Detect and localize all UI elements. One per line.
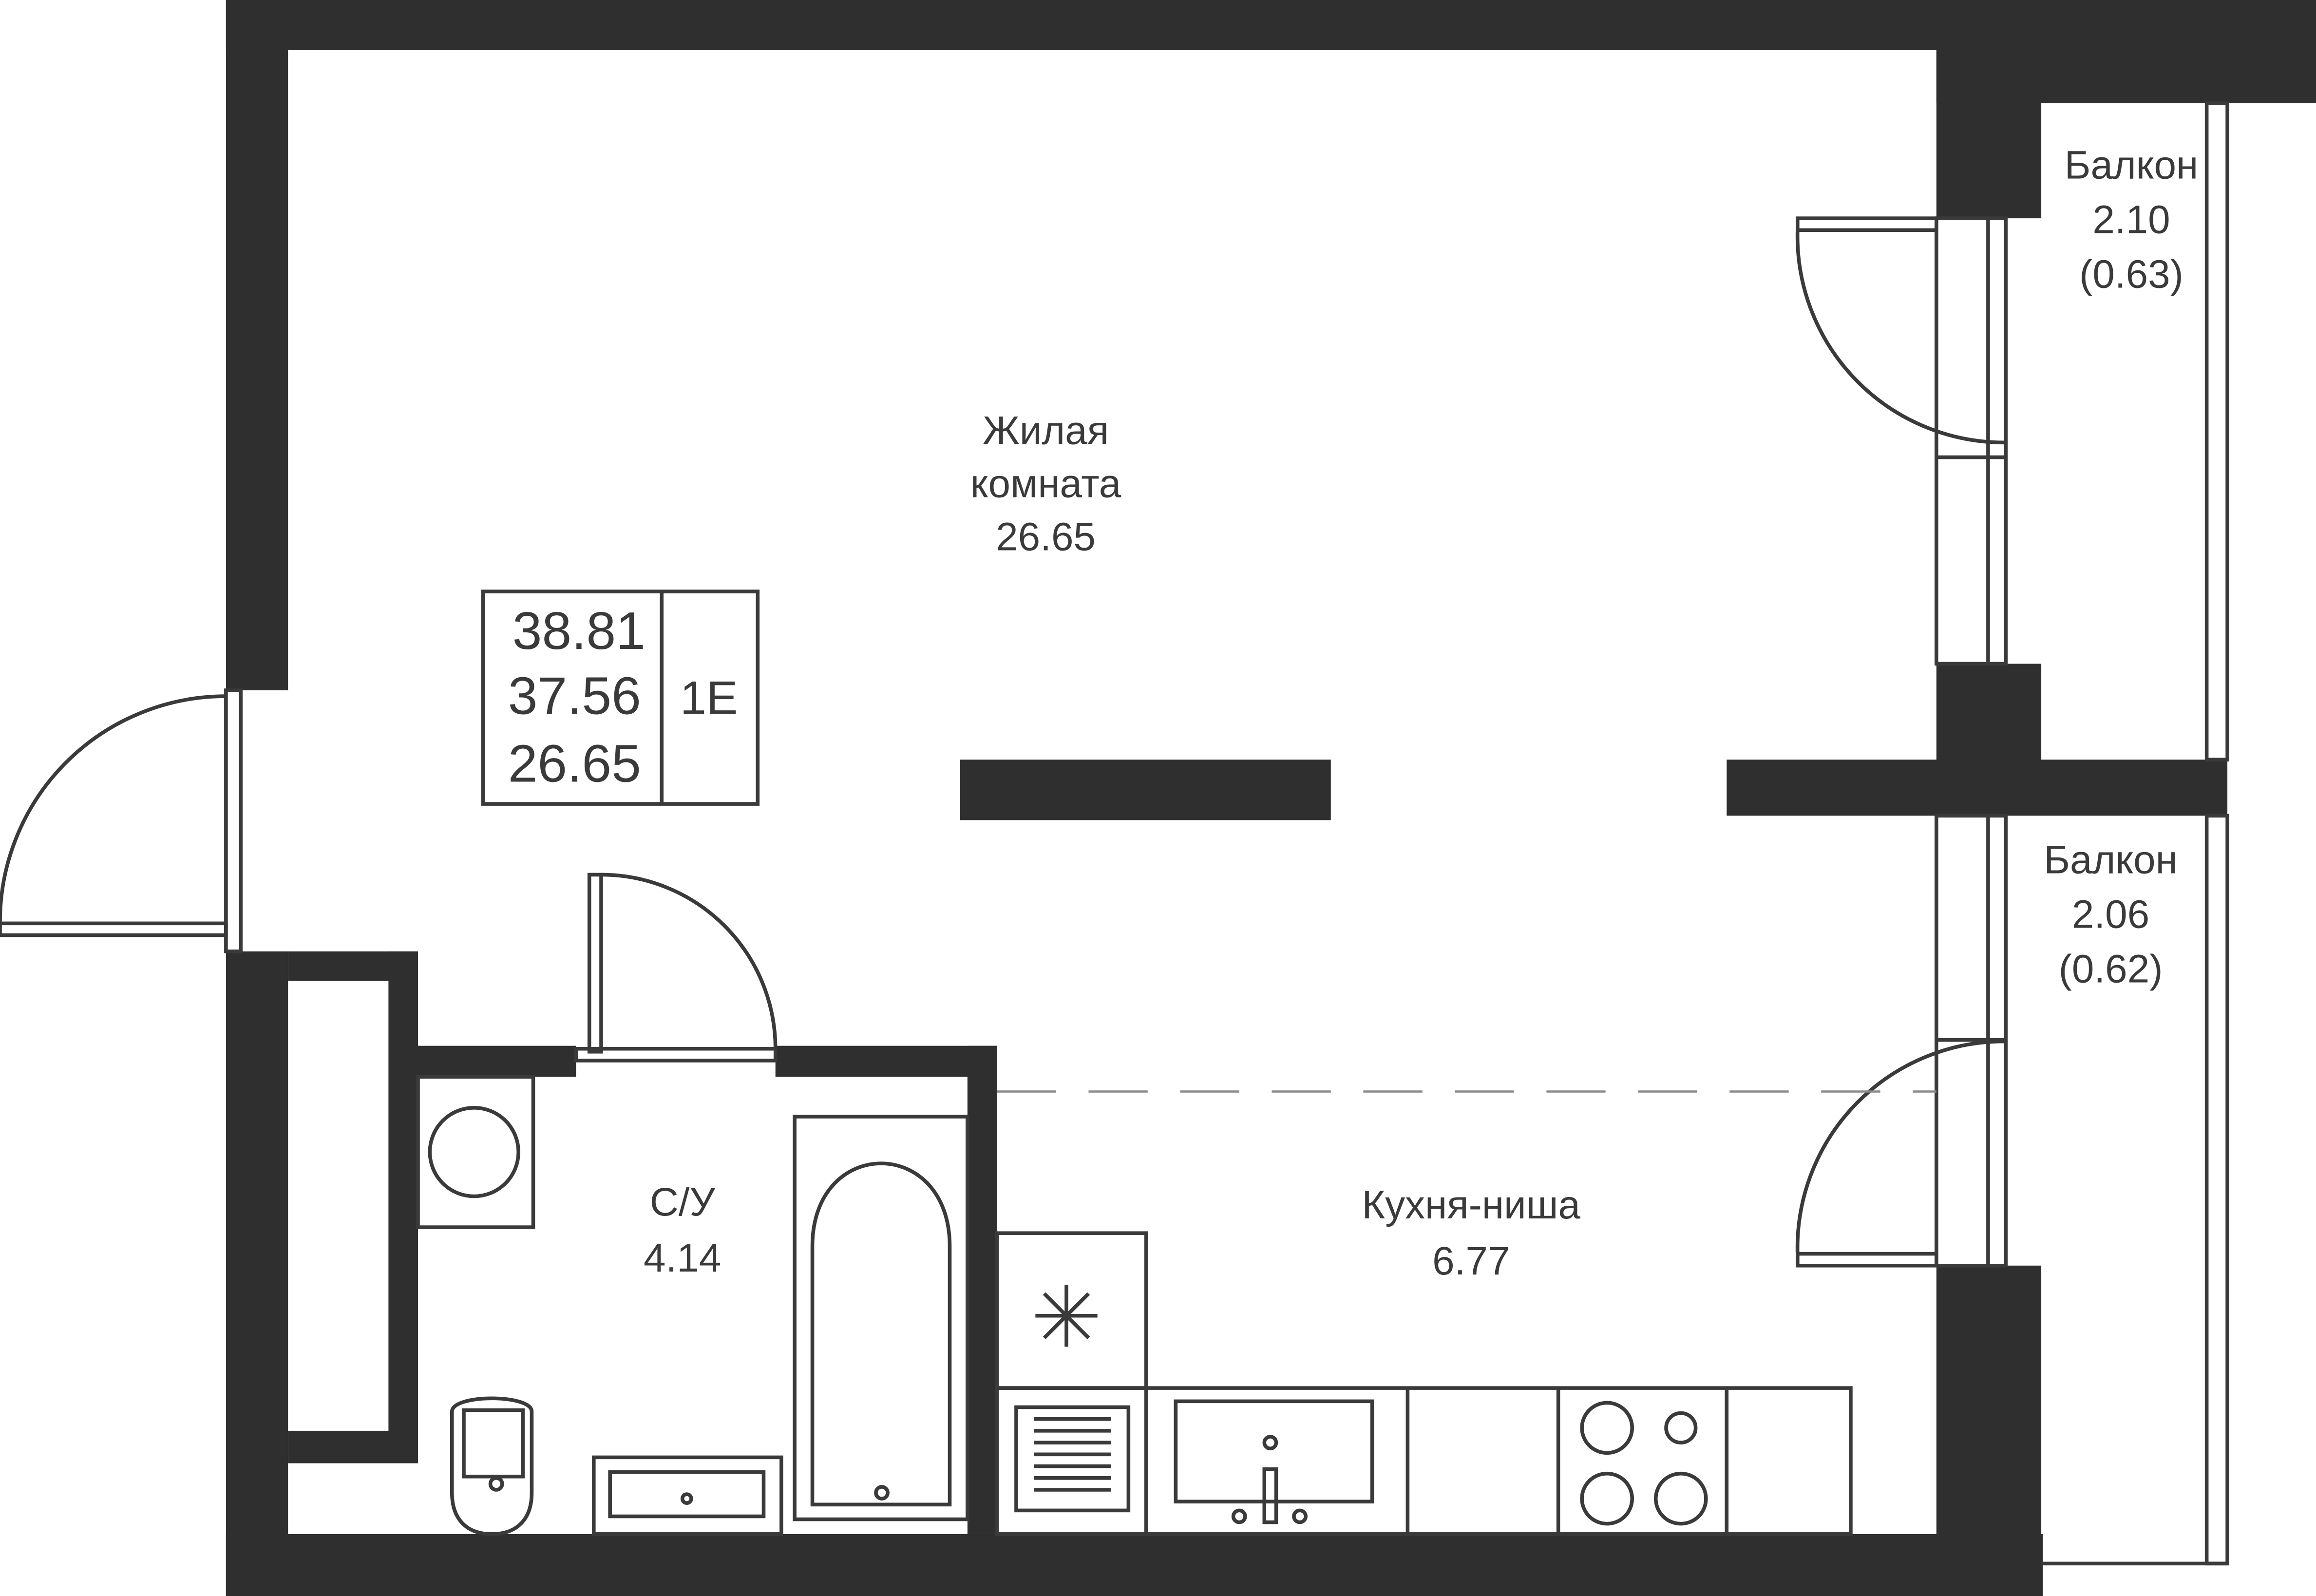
kitchen-sink-drain bbox=[1262, 1435, 1278, 1451]
toilet-tank bbox=[462, 1408, 525, 1479]
summary-area-without-balcony: 37.56 bbox=[508, 666, 641, 725]
wall-right-lower bbox=[1936, 1265, 2042, 1596]
wall-left-lower bbox=[226, 951, 288, 1596]
sink-basin bbox=[608, 1470, 766, 1519]
dishwasher-grille bbox=[1034, 1417, 1111, 1492]
entrance-door-jamb bbox=[224, 688, 243, 953]
kitchen-sink-basin bbox=[1174, 1399, 1374, 1504]
bathroom-door-leaf bbox=[587, 873, 603, 1054]
wall-top-right-strip bbox=[1936, 50, 2316, 103]
dishwasher bbox=[1014, 1405, 1131, 1513]
hob-burner-1 bbox=[1580, 1401, 1634, 1455]
balcony-rail-bottom bbox=[2204, 814, 2229, 1566]
summary-box: 38.81 37.56 26.65 1E bbox=[481, 589, 760, 806]
sink-drain bbox=[680, 1492, 693, 1505]
summary-living-area: 26.65 bbox=[508, 734, 641, 794]
wall-left-upper bbox=[226, 0, 288, 690]
summary-frame bbox=[481, 589, 760, 806]
wall-bottom bbox=[226, 1534, 2043, 1596]
balcony-door-lower-leaf bbox=[1796, 1252, 1938, 1268]
counter bbox=[995, 1386, 1853, 1536]
living-room-area: 26.65 bbox=[996, 514, 1096, 559]
hob-burner-4 bbox=[1653, 1471, 1708, 1526]
sink-cabinet bbox=[592, 1455, 783, 1536]
balcony-bottom-area: 2.06 bbox=[2072, 892, 2149, 936]
balcony-door-lower-swing bbox=[1795, 1039, 2006, 1254]
wall-bath-top-right bbox=[775, 1045, 997, 1077]
balcony-frames bbox=[2041, 101, 2229, 1566]
wall-bath-right bbox=[967, 1045, 997, 1534]
kitchen-tap-left bbox=[1231, 1508, 1247, 1524]
balcony-door-upper-leaf bbox=[1796, 216, 1938, 232]
entrance-door-swing bbox=[0, 694, 226, 924]
doors bbox=[0, 216, 2006, 1268]
living-room-name-line2: комната bbox=[970, 461, 1121, 506]
wall-balcony-divider bbox=[1727, 760, 2228, 816]
wall-closet-bottom bbox=[288, 1430, 418, 1463]
entrance-door-leaf bbox=[0, 921, 228, 937]
walls bbox=[226, 0, 2316, 1596]
room-labels: Жилая комната 26.65 С/У 4.14 Кухня-ниша … bbox=[644, 143, 2198, 1283]
balcony-top-area: 2.10 bbox=[2092, 197, 2170, 242]
wall-closet-right bbox=[388, 951, 418, 1463]
washing-machine bbox=[416, 1075, 535, 1229]
bathtub bbox=[793, 1115, 969, 1521]
toilet bbox=[450, 1396, 534, 1536]
hob-burner-3 bbox=[1580, 1471, 1634, 1526]
wall-bath-top-left bbox=[418, 1045, 576, 1077]
washing-machine-drum bbox=[428, 1106, 520, 1198]
kitchen-faucet bbox=[1262, 1467, 1278, 1524]
wall-right-top bbox=[1936, 0, 2042, 219]
kitchen-fixtures bbox=[995, 1231, 1853, 1536]
kitchen-tap-right bbox=[1292, 1508, 1308, 1524]
balcony-rail-top bbox=[2204, 101, 2229, 762]
balcony-top-name: Балкон bbox=[2065, 143, 2198, 187]
window-frame-upper bbox=[1935, 216, 2008, 666]
bathtub-inner bbox=[810, 1161, 952, 1507]
fridge-snowflake-icon bbox=[1035, 1285, 1098, 1347]
bathroom-door-sill bbox=[574, 1046, 778, 1063]
bathroom-fixtures bbox=[416, 1075, 969, 1536]
bathtub-drain bbox=[874, 1485, 890, 1501]
toilet-flush bbox=[488, 1476, 504, 1492]
wall-partition-center bbox=[960, 760, 1331, 820]
balcony-door-upper-swing bbox=[1795, 230, 2006, 445]
bathroom-area: 4.14 bbox=[644, 1236, 721, 1280]
kitchen-name: Кухня-ниша bbox=[1362, 1183, 1581, 1227]
kitchen-area: 6.77 bbox=[1432, 1239, 1510, 1283]
living-room-name-line1: Жилая bbox=[983, 408, 1109, 453]
bathroom-name: С/У bbox=[650, 1180, 716, 1224]
hob-burner-2 bbox=[1664, 1411, 1698, 1444]
summary-apartment-type: 1E bbox=[680, 671, 738, 724]
summary-total-area: 38.81 bbox=[513, 601, 645, 661]
balcony-top-reduced-area: (0.63) bbox=[2079, 252, 2183, 296]
balcony-bottom-name: Балкон bbox=[2044, 837, 2177, 882]
bathroom-door-swing bbox=[601, 873, 778, 1049]
balcony-bottom-reduced-area: (0.62) bbox=[2059, 947, 2163, 991]
